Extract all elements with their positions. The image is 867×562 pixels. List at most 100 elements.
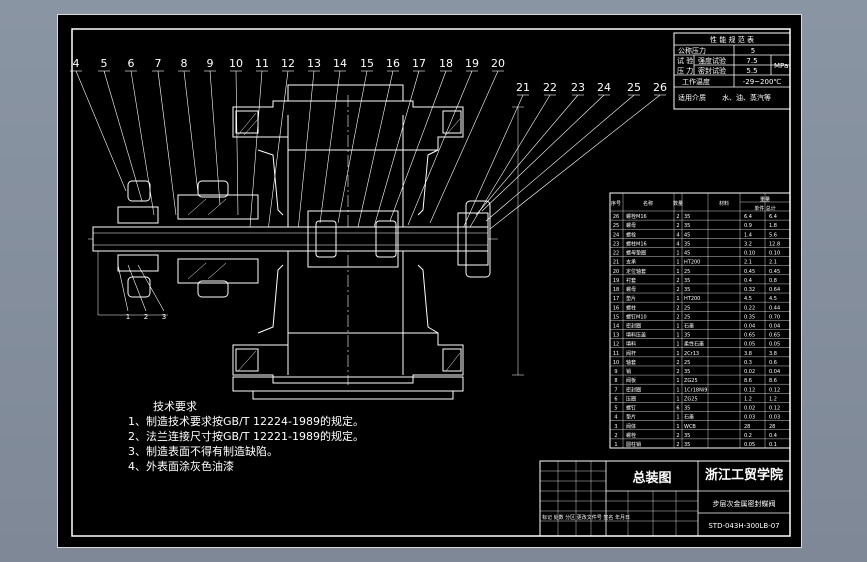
parts-header-weight: 重量 xyxy=(760,196,770,203)
parts-cell-material: 石墨 xyxy=(684,324,694,330)
parts-cell-name: 压圈 xyxy=(626,396,636,402)
tech-req-3: 3、制造表面不得有制造缺陷。 xyxy=(128,444,278,458)
parts-cell-material: ZG25 xyxy=(684,396,698,402)
part-label-17: 17 xyxy=(412,57,426,70)
parts-cell-qty: 2 xyxy=(676,369,679,375)
perf-value-4: 水、油、蒸汽等 xyxy=(722,93,771,102)
parts-cell-no: 6 xyxy=(614,396,617,402)
parts-cell-no: 14 xyxy=(613,324,619,330)
parts-cell-name: 螺栓M16 xyxy=(626,213,647,220)
parts-cell-unit-weight: 28 xyxy=(744,424,750,430)
parts-cell-no: 25 xyxy=(613,223,619,229)
parts-cell-no: 11 xyxy=(613,351,619,357)
parts-cell-total-weight: 8.6 xyxy=(769,378,777,384)
parts-cell-unit-weight: 1.4 xyxy=(744,232,752,238)
parts-cell-total-weight: 5.6 xyxy=(769,232,777,238)
parts-cell-unit-weight: 0.35 xyxy=(744,314,755,320)
parts-cell-qty: 1 xyxy=(676,396,679,402)
leader-line xyxy=(481,94,605,212)
parts-cell-no: 10 xyxy=(613,360,619,366)
parts-cell-material: ZG25 xyxy=(684,378,698,384)
leader-line xyxy=(209,70,221,206)
parts-cell-no: 24 xyxy=(613,232,619,238)
parts-cell-unit-weight: 0.4 xyxy=(744,278,752,284)
parts-cell-unit-weight: 0.22 xyxy=(744,305,755,311)
parts-cell-total-weight: 1.8 xyxy=(769,223,777,229)
parts-cell-no: 1 xyxy=(614,442,617,448)
perf-side-bottom: 压 力 xyxy=(677,66,693,75)
parts-cell-no: 9 xyxy=(614,369,617,375)
parts-cell-unit-weight: 1.2 xyxy=(744,396,752,402)
parts-cell-name: 圆柱销 xyxy=(626,441,641,448)
part-label-18: 18 xyxy=(439,57,453,70)
parts-cell-name: 螺栓 xyxy=(626,432,636,439)
perf-value-2: 5.5 xyxy=(746,67,757,75)
parts-cell-qty: 1 xyxy=(676,260,679,266)
parts-cell-qty: 1 xyxy=(676,378,679,384)
parts-cell-name: 螺母 xyxy=(626,222,636,229)
tech-req-title: 技术要求 xyxy=(153,400,197,413)
parts-cell-unit-weight: 0.05 xyxy=(744,342,755,348)
parts-cell-qty: 1 xyxy=(676,324,679,330)
parts-cell-name: 垫片 xyxy=(626,295,636,302)
leader-line xyxy=(357,70,394,228)
parts-cell-unit-weight: 3.2 xyxy=(744,241,752,247)
leader-line xyxy=(103,70,143,202)
parts-cell-material: 35 xyxy=(684,241,690,247)
parts-cell-unit-weight: 0.10 xyxy=(744,251,755,257)
parts-cell-material: 45 xyxy=(684,232,690,238)
parts-cell-qty: 2 xyxy=(676,360,679,366)
parts-cell-no: 13 xyxy=(613,333,619,339)
parts-cell-material: 35 xyxy=(684,278,690,284)
part-label-8: 8 xyxy=(181,57,188,70)
parts-cell-no: 16 xyxy=(613,305,619,311)
parts-cell-no: 12 xyxy=(613,342,619,348)
parts-cell-total-weight: 0.05 xyxy=(769,342,780,348)
parts-cell-unit-weight: 0.02 xyxy=(744,369,755,375)
parts-cell-material: 25 xyxy=(684,314,690,320)
leader-line xyxy=(137,264,165,312)
part-label-4: 4 xyxy=(73,57,80,70)
part-label-23: 23 xyxy=(571,81,585,94)
part-label-19: 19 xyxy=(465,57,479,70)
leader-line xyxy=(157,70,177,216)
parts-cell-total-weight: 0.1 xyxy=(769,442,777,448)
parts-cell-name: 填料 xyxy=(626,341,636,348)
parts-cell-qty: 4 xyxy=(676,232,679,238)
parts-cell-no: 2 xyxy=(614,433,617,439)
parts-cell-material: 35 xyxy=(684,442,690,448)
leader-line xyxy=(130,70,155,216)
parts-cell-total-weight: 0.4 xyxy=(769,433,777,439)
parts-cell-qty: 2 xyxy=(676,442,679,448)
drawing-number: STD-043H-300LB-07 xyxy=(708,522,779,530)
parts-cell-name: 销 xyxy=(626,368,631,375)
parts-cell-unit-weight: 0.32 xyxy=(744,287,755,293)
parts-cell-name: 定位轴套 xyxy=(626,268,646,275)
perf-value-0: 5 xyxy=(751,47,755,55)
parts-cell-unit-weight: 0.02 xyxy=(744,406,755,412)
parts-cell-qty: 4 xyxy=(676,241,679,247)
parts-cell-no: 3 xyxy=(614,424,617,430)
performance-title: 性 能 规 范 表 xyxy=(710,35,754,44)
leader-line xyxy=(407,70,473,226)
parts-cell-no: 15 xyxy=(613,314,619,320)
part-label-11: 11 xyxy=(255,57,269,70)
part-label-15: 15 xyxy=(360,57,374,70)
parts-header-unit-total: 单件 总计 xyxy=(754,205,776,212)
perf-label-1: 强度试验 xyxy=(698,56,726,65)
parts-cell-name: 阀板 xyxy=(626,377,636,384)
leader-line xyxy=(489,94,661,230)
parts-cell-material: 1Cr18Ni9 xyxy=(684,387,707,393)
perf-label-4: 适用介质 xyxy=(678,93,706,102)
tech-req-2: 2、法兰连接尺寸按GB/T 12221-1989的规定。 xyxy=(128,429,364,443)
parts-cell-material: 45 xyxy=(684,251,690,257)
assembly-drawing: 性 能 规 范 表 公称压力 5 试 验 压 力 强度试验 7.5 MPa 密封… xyxy=(70,28,791,537)
parts-cell-no: 21 xyxy=(613,260,619,266)
parts-cell-qty: 1 xyxy=(676,387,679,393)
parts-cell-material: 2Cr13 xyxy=(684,351,699,357)
leader-line xyxy=(337,70,368,224)
parts-header-qty: 数量 xyxy=(673,200,683,207)
perf-unit: MPa xyxy=(774,62,788,70)
